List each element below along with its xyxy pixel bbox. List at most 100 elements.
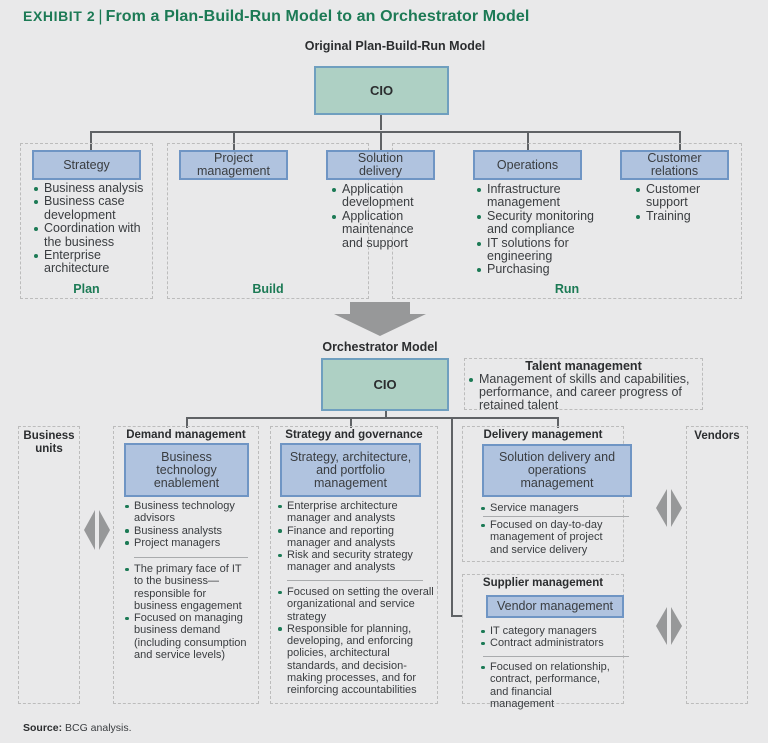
solution-delivery-bullets: Application development Application main… — [331, 182, 426, 250]
orchestrator-model-title: Orchestrator Model — [322, 340, 438, 354]
unit-box-customer-relations: Customer relations — [620, 150, 729, 180]
bullet-item: Security monitoring and compliance — [476, 209, 606, 237]
bullet-item: Application maintenance and support — [331, 209, 414, 250]
strategy-focus: Focused on setting the overall organizat… — [277, 586, 437, 697]
demand-roles: Business technology advisors Business an… — [124, 500, 254, 549]
bullet-item: The primary face of IT to the business—r… — [124, 563, 249, 612]
supplier-management-group — [462, 574, 624, 704]
cio-box-original: CIO — [314, 66, 449, 115]
bullet-item: Business case development — [33, 195, 128, 222]
cio-label: CIO — [373, 377, 397, 392]
divider — [134, 557, 248, 558]
bullet-item: Customer support — [635, 182, 707, 210]
exhibit-title-text: From a Plan-Build-Run Model to an Orches… — [105, 8, 530, 25]
vendors-label: Vendors — [694, 430, 740, 442]
phase-label-run: Run — [554, 282, 580, 296]
bullet-item: Business technology advisors — [124, 500, 239, 525]
connector — [451, 417, 453, 616]
cio-label: CIO — [369, 83, 394, 98]
connector — [300, 131, 680, 133]
divider — [287, 580, 423, 581]
connector — [233, 131, 235, 150]
bidirectional-arrow-icon — [84, 510, 110, 550]
run-group — [392, 143, 742, 299]
supplier-focus: Focused on relationship, contract, perfo… — [480, 661, 625, 710]
business-technology-enablement-box: Business technology enablement — [124, 443, 249, 497]
bullet-item: Focused on setting the overall organizat… — [277, 586, 435, 623]
source-label: Source: — [23, 722, 63, 734]
bullet-item: Focused on day-to-day management of proj… — [480, 519, 610, 556]
connector — [350, 417, 352, 428]
phase-label-build: Build — [252, 282, 284, 296]
exhibit-title: Exhibit 2|From a Plan-Build-Run Model to… — [23, 8, 529, 26]
connector — [186, 417, 188, 428]
demand-management-group — [113, 426, 259, 704]
exhibit-label: Exhibit 2 — [23, 8, 96, 24]
talent-management-title: Talent management — [525, 359, 642, 373]
talent-management-bullets: Management of skills and capabilities, p… — [468, 373, 702, 411]
bullet-item: Application development — [331, 182, 426, 210]
title-separator: | — [98, 8, 103, 25]
connector — [451, 615, 463, 617]
connector — [90, 131, 92, 150]
connector — [557, 417, 559, 428]
down-arrow-icon — [334, 302, 426, 336]
bullet-item: Coordination with the business — [33, 222, 148, 249]
bullet-item: Business analysis — [33, 181, 153, 195]
delivery-focus: Focused on day-to-day management of proj… — [480, 519, 625, 556]
vendors-box — [686, 426, 748, 704]
business-units-label: Business units — [23, 430, 75, 455]
bidirectional-arrow-icon — [656, 489, 682, 527]
source-note: Source: BCG analysis. — [23, 722, 132, 734]
customer-relations-bullets: Customer support Training — [635, 182, 725, 223]
connector — [90, 131, 300, 133]
strategy-bullets: Business analysis Business case developm… — [33, 181, 153, 276]
bullet-item: Management of skills and capabilities, p… — [468, 373, 702, 411]
delivery-management-heading: Delivery management — [483, 429, 603, 441]
strategy-architecture-portfolio-box: Strategy, architecture, and portfolio ma… — [280, 443, 421, 497]
connector — [186, 417, 558, 419]
demand-focus: The primary face of IT to the business—r… — [124, 563, 254, 661]
solution-delivery-operations-box: Solution delivery and operations managem… — [482, 444, 632, 497]
connector — [527, 131, 529, 150]
unit-box-operations: Operations — [473, 150, 582, 180]
connector — [385, 411, 387, 417]
business-units-box — [18, 426, 80, 704]
connector — [380, 131, 382, 150]
strategy-governance-group — [270, 426, 438, 704]
bullet-item: Training — [635, 209, 725, 223]
connector — [679, 131, 681, 150]
bullet-item: Service managers — [480, 502, 620, 514]
bullet-item: Infrastructure management — [476, 182, 568, 210]
talent-management-box — [464, 358, 703, 410]
unit-box-project-management: Project management — [179, 150, 288, 180]
strategy-governance-heading: Strategy and governance — [285, 429, 423, 441]
bullet-item: Risk and security strategy manager and a… — [277, 549, 417, 574]
supplier-management-heading: Supplier management — [482, 577, 604, 589]
vendor-management-box: Vendor management — [486, 595, 624, 618]
bullet-item: Enterprise architecture — [33, 248, 123, 276]
bullet-item: Responsible for planning, developing, an… — [277, 623, 437, 697]
unit-box-solution-delivery: Solution delivery — [326, 150, 435, 180]
plan-group — [20, 143, 153, 299]
source-text: BCG analysis. — [65, 722, 132, 734]
bullet-item: Purchasing — [476, 263, 606, 276]
operations-bullets: Infrastructure management Security monit… — [476, 182, 606, 277]
bullet-item: Focused on managing business demand (inc… — [124, 612, 249, 661]
demand-management-heading: Demand management — [126, 429, 246, 441]
unit-box-strategy: Strategy — [32, 150, 141, 180]
divider — [483, 656, 629, 657]
bullet-item: Contract administrators — [480, 637, 620, 649]
bullet-item: IT category managers — [480, 625, 620, 637]
bullet-item: Project managers — [124, 537, 254, 549]
connector — [380, 115, 382, 130]
strategy-roles: Enterprise architecture manager and anal… — [277, 500, 427, 574]
bidirectional-arrow-icon — [656, 607, 682, 645]
build-group — [167, 143, 369, 299]
bullet-item: Enterprise architecture manager and anal… — [277, 500, 407, 525]
phase-label-plan: Plan — [73, 282, 100, 296]
bullet-item: Finance and reporting manager and analys… — [277, 525, 397, 550]
divider — [483, 516, 629, 517]
cio-box-orchestrator: CIO — [321, 358, 449, 411]
bullet-item: Focused on relationship, contract, perfo… — [480, 661, 615, 710]
